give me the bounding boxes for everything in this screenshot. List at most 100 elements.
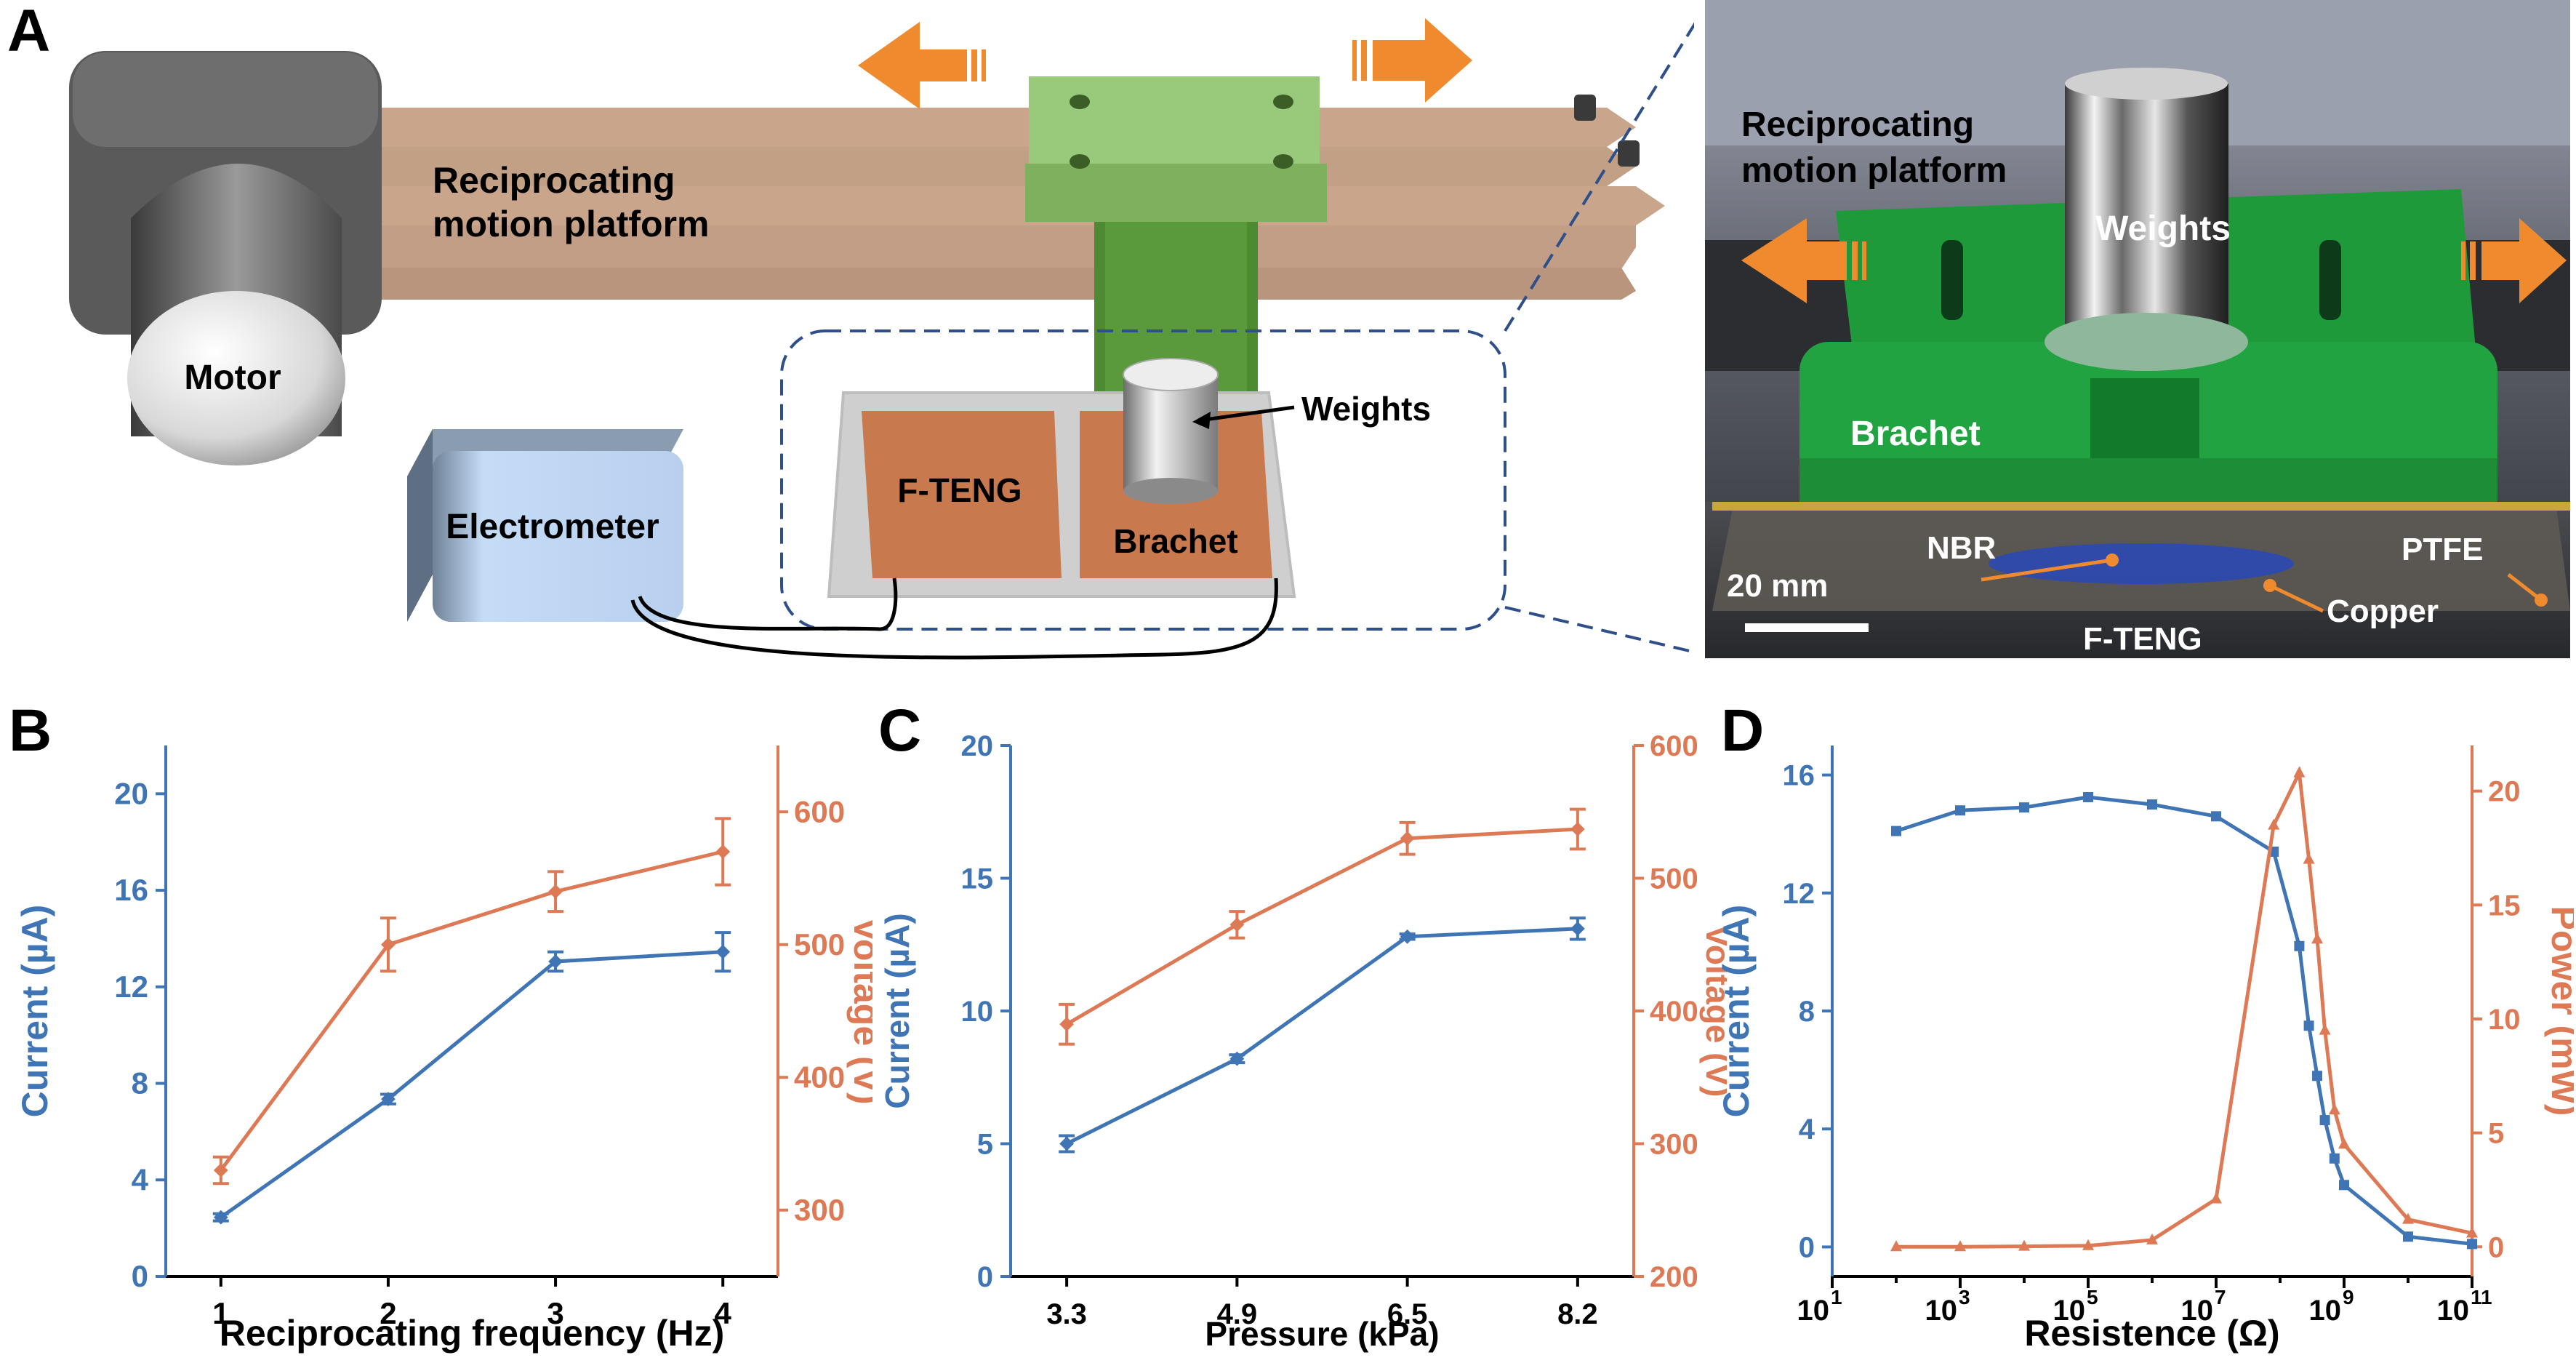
panel-letter-a: A	[7, 0, 51, 64]
motor: Motor	[69, 51, 382, 465]
data-point	[1890, 1240, 1902, 1252]
data-point	[1229, 917, 1245, 932]
left-tick-label: 10	[961, 996, 994, 1028]
data-point	[2147, 799, 2157, 810]
data-point	[2082, 1239, 2094, 1250]
wire-2	[630, 577, 1278, 660]
left-tick-label: 16	[114, 873, 148, 907]
x-tick-label: 10	[1925, 1295, 1958, 1327]
x-tick-label: 10	[2437, 1295, 2470, 1327]
electrometer: Electrometer	[407, 429, 683, 622]
left-tick-label: 20	[114, 776, 148, 810]
data-point	[1570, 921, 1585, 936]
data-point	[2338, 1138, 2350, 1149]
data-point	[548, 884, 563, 899]
series-line-right	[219, 850, 723, 1172]
left-tick-label: 8	[1799, 996, 1815, 1028]
right-tick-label: 200	[1650, 1261, 1698, 1293]
series-line-right	[1896, 766, 2473, 1249]
right-tick-label: 400	[1650, 996, 1698, 1028]
right-tick-label: 600	[1650, 730, 1698, 762]
right-tick-label: 600	[794, 794, 845, 828]
x-tick-label: 4.9	[1217, 1298, 1258, 1330]
x-axis-title: Pressure (kPa)	[1205, 1315, 1439, 1353]
panel-letter-b: B	[9, 698, 52, 764]
x-tick-label: 10	[2053, 1295, 2086, 1327]
x-tick-label: 10	[2309, 1295, 2342, 1327]
schematic-weights-label: Weights	[1301, 390, 1431, 428]
data-point	[2303, 1020, 2314, 1031]
right-tick-label: 400	[794, 1060, 845, 1094]
weight-cylinder	[1123, 358, 1219, 504]
data-point	[2402, 1212, 2414, 1224]
left-tick-label: 20	[961, 730, 994, 762]
left-tick-label: 0	[1799, 1231, 1815, 1263]
data-point	[2293, 766, 2306, 778]
data-point	[1954, 1240, 1966, 1252]
x-axis-title: Resistence (Ω)	[2024, 1313, 2279, 1354]
data-point	[2146, 1233, 2158, 1244]
right-axis-title: Power (mW)	[2544, 906, 2574, 1116]
x-tick-label: 6.5	[1387, 1298, 1428, 1330]
x-tick-exponent: 5	[2087, 1286, 2098, 1308]
data-point	[1059, 1017, 1075, 1032]
data-point	[1570, 822, 1585, 836]
data-point	[2339, 1180, 2349, 1191]
left-tick-label: 16	[1783, 760, 1815, 792]
schematic: Motor Reciprocating motion platform F-TE…	[69, 18, 1694, 660]
right-tick-label: 300	[794, 1193, 845, 1227]
data-point	[2319, 1115, 2330, 1126]
photo-right-arrow-icon	[2461, 218, 2567, 303]
left-tick-label: 15	[961, 863, 994, 895]
data-point	[2210, 1192, 2222, 1204]
data-point	[1955, 805, 1965, 816]
photo-inset: Reciprocating motion platform Weights Br…	[1705, 0, 2570, 658]
data-point	[715, 844, 731, 859]
data-point	[2466, 1226, 2478, 1238]
data-point	[2211, 811, 2221, 822]
left-arrow-icon	[858, 22, 986, 109]
photo-left-arrow-icon	[1741, 218, 1866, 303]
data-point	[2303, 852, 2315, 864]
motor-label: Motor	[184, 359, 281, 397]
series-line-left	[1895, 795, 2473, 1246]
x-tick-label: 3.3	[1046, 1298, 1087, 1330]
left-axis-title: Current (µA)	[1716, 905, 1757, 1118]
right-tick-label: 20	[2488, 776, 2521, 808]
left-tick-label: 8	[132, 1066, 148, 1100]
data-point	[213, 1210, 228, 1225]
schematic-fteng-label: F-TENG	[897, 471, 1022, 509]
panel-letter-c: C	[878, 698, 922, 764]
left-tick-label: 12	[114, 970, 148, 1004]
data-point	[2467, 1239, 2477, 1250]
bracket-structure	[1025, 76, 1327, 538]
data-point	[2311, 932, 2324, 944]
left-tick-label: 12	[1783, 878, 1815, 910]
data-point	[2083, 791, 2093, 802]
right-axis-title: Voltage (V)	[846, 917, 872, 1104]
photo-ptfe-label: PTFE	[2402, 532, 2483, 567]
photo-weights	[2045, 68, 2248, 371]
x-tick-exponent: 11	[2471, 1286, 2492, 1308]
left-tick-label: 0	[132, 1259, 148, 1293]
wire-1	[638, 577, 898, 631]
right-axis-title: Voltage (V)	[1699, 925, 1727, 1098]
data-point	[2294, 940, 2305, 951]
x-tick-label: 2	[380, 1296, 396, 1330]
data-point	[2403, 1231, 2413, 1242]
photo-fteng-label: F-TENG	[2083, 621, 2202, 657]
zoom-line-bottom	[1504, 606, 1694, 654]
fteng-base: F-TENG Brachet	[827, 391, 1296, 598]
data-point	[2268, 818, 2280, 830]
x-tick-label: 10	[2181, 1295, 2214, 1327]
photo-scalebar	[1745, 623, 1869, 632]
x-tick-label: 10	[1797, 1295, 1830, 1327]
data-point	[381, 937, 396, 952]
data-point	[1891, 826, 1901, 836]
photo-platform-label-1: Reciprocating	[1741, 105, 1974, 144]
data-point	[2319, 1023, 2331, 1035]
data-point	[1400, 831, 1415, 846]
